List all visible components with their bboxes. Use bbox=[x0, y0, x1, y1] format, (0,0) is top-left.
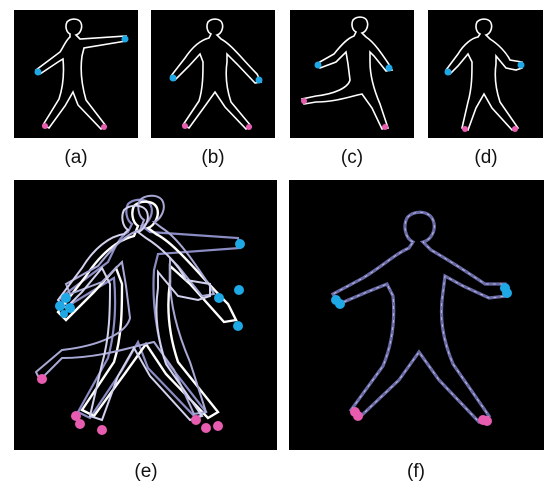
foot-marker bbox=[101, 124, 107, 130]
panel-a-silhouette bbox=[14, 10, 138, 138]
hand-marker bbox=[170, 75, 177, 82]
hand-marker bbox=[235, 239, 245, 249]
aligned-outline-highlight bbox=[333, 212, 507, 422]
foot-marker bbox=[42, 123, 48, 129]
hand-marker bbox=[386, 65, 393, 72]
foot-marker bbox=[246, 124, 252, 130]
foot-marker bbox=[97, 425, 107, 435]
foot-marker bbox=[213, 421, 223, 431]
caption-b: (b) bbox=[173, 148, 253, 167]
foot-marker bbox=[191, 415, 201, 425]
hand-marker bbox=[502, 288, 512, 298]
foot-marker bbox=[482, 416, 492, 426]
body-outline bbox=[36, 19, 126, 129]
caption-a: (a) bbox=[36, 148, 116, 167]
silhouette-c bbox=[290, 10, 414, 138]
overlay-aligned bbox=[289, 180, 544, 450]
hand-marker bbox=[518, 62, 525, 69]
caption-c: (c) bbox=[312, 148, 392, 167]
hand-marker bbox=[335, 299, 345, 309]
foot-marker bbox=[75, 419, 85, 429]
body-outline bbox=[171, 19, 261, 129]
foot-marker bbox=[512, 126, 518, 132]
panel-b-silhouette bbox=[151, 10, 275, 138]
silhouette-b bbox=[151, 10, 275, 138]
foot-marker bbox=[382, 124, 388, 130]
hand-marker bbox=[35, 69, 42, 76]
body-outline bbox=[446, 19, 522, 130]
panel-f-overlay bbox=[289, 180, 544, 450]
caption-e: (e) bbox=[106, 462, 186, 481]
hand-marker bbox=[61, 293, 71, 303]
hand-marker bbox=[315, 62, 322, 69]
panel-e-overlay bbox=[14, 180, 277, 450]
foot-marker bbox=[353, 411, 363, 421]
hand-marker bbox=[234, 285, 244, 295]
hand-marker bbox=[214, 293, 224, 303]
silhouette-d bbox=[428, 10, 543, 138]
panel-c-silhouette bbox=[290, 10, 414, 138]
outline-b bbox=[58, 202, 236, 418]
hand-marker bbox=[445, 69, 452, 76]
hand-marker bbox=[60, 310, 68, 318]
foot-marker bbox=[462, 126, 468, 132]
foot-marker bbox=[301, 98, 307, 104]
hand-marker bbox=[233, 321, 243, 331]
caption-f: (f) bbox=[376, 462, 456, 481]
foot-marker bbox=[201, 423, 211, 433]
hand-marker bbox=[122, 36, 129, 43]
caption-d: (d) bbox=[446, 148, 526, 167]
hand-marker bbox=[55, 301, 65, 311]
hand-marker bbox=[256, 77, 263, 84]
foot-marker bbox=[37, 374, 47, 384]
aligned-outline bbox=[333, 212, 507, 422]
body-outline bbox=[302, 17, 392, 129]
silhouette-a bbox=[14, 10, 138, 138]
foot-marker bbox=[182, 123, 188, 129]
overlay-unaligned bbox=[14, 180, 277, 450]
panel-d-silhouette bbox=[428, 10, 543, 138]
